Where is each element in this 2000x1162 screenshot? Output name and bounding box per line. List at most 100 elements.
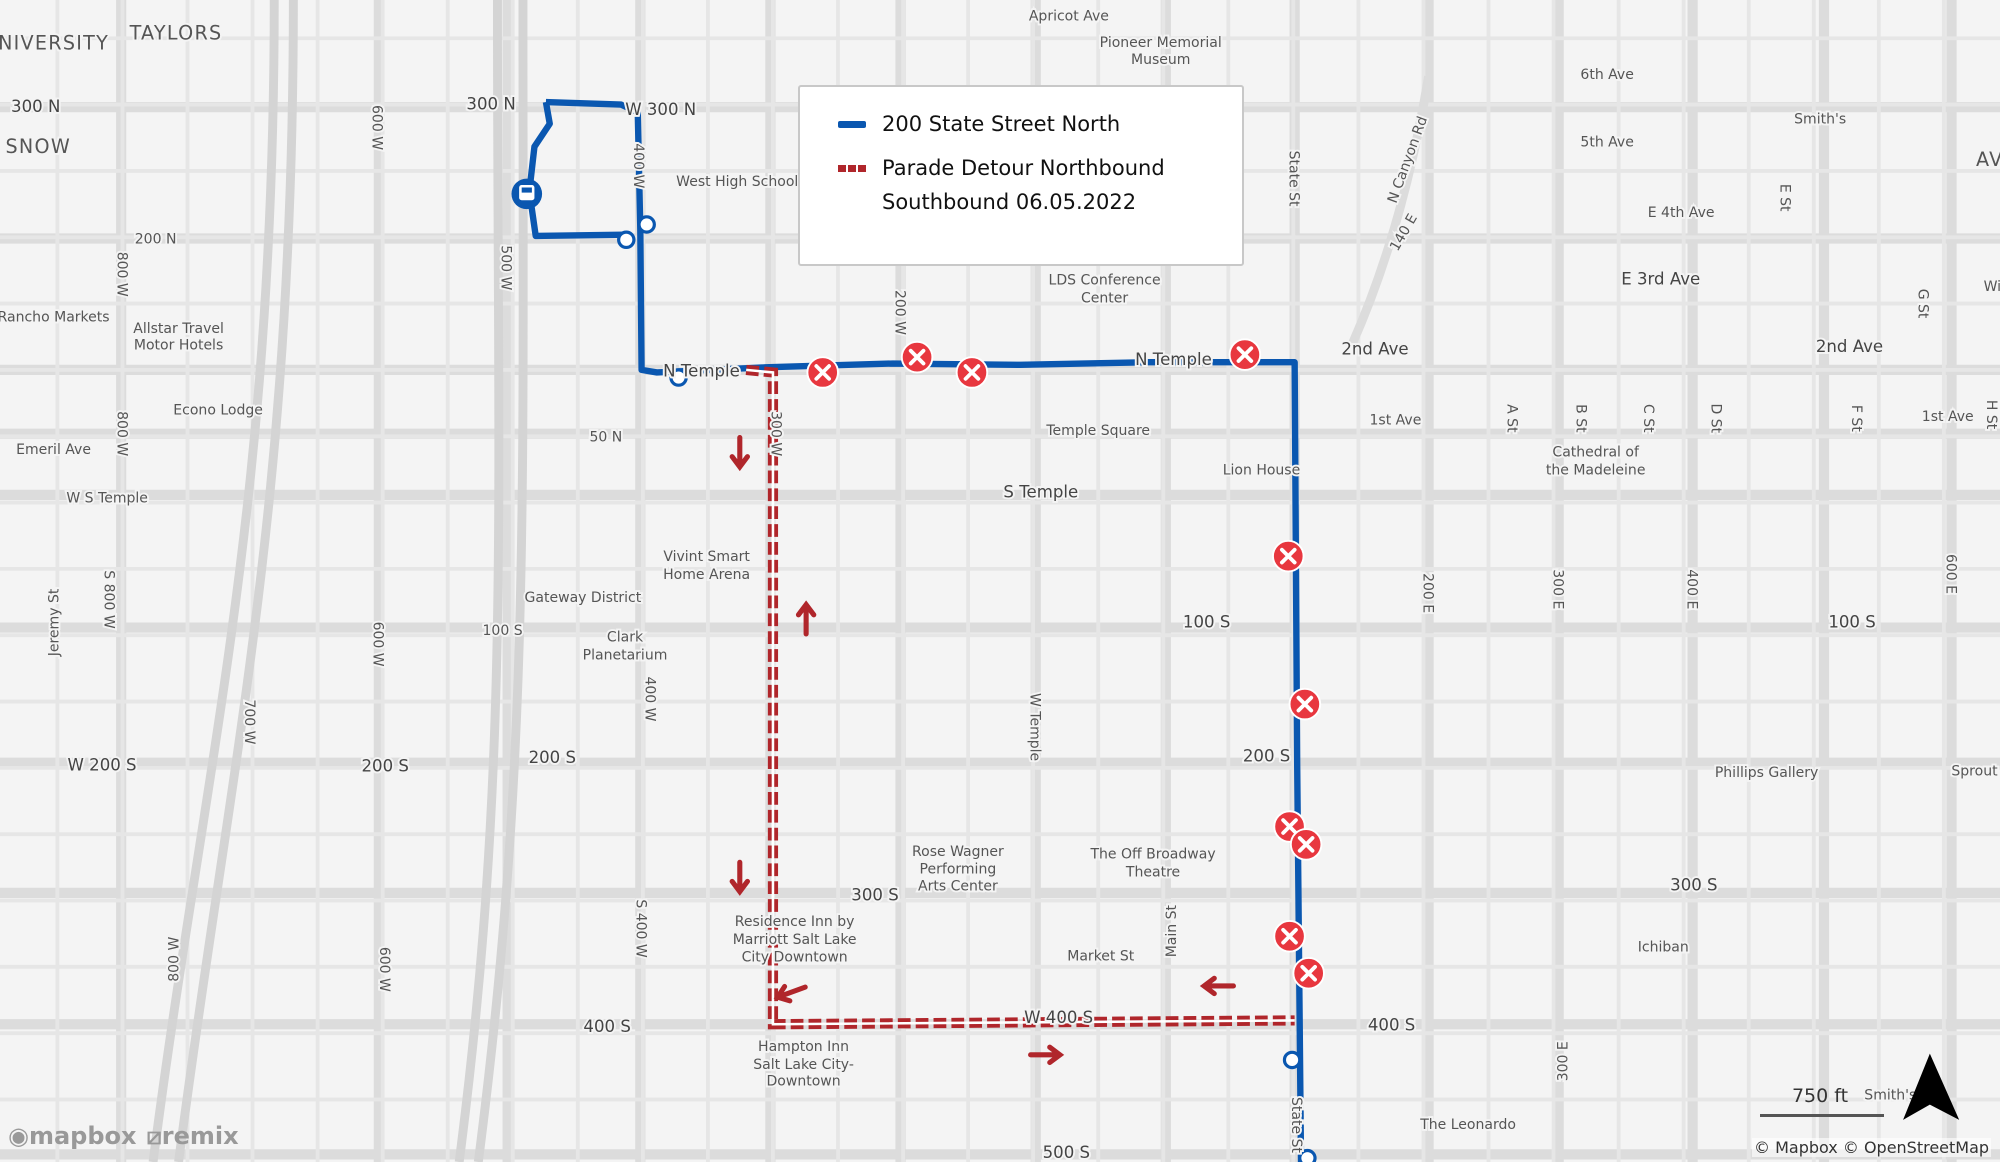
solid-line-swatch-icon [838,121,866,128]
map-label: H St [1983,400,1999,430]
dashed-line-swatch-icon [838,165,866,172]
detour-line-inner [746,368,1295,1026]
map-label: E 4th Ave [1648,205,1715,221]
map-label: The Off Broadway [1089,846,1215,862]
map-label: Wi [1984,279,2000,295]
map-label: TAYLORS [129,22,223,45]
x-circle-icon[interactable] [1273,919,1306,953]
map-label: D St [1708,404,1724,434]
map-label: 500 W [497,245,513,290]
map-label: B St [1573,404,1589,433]
arrow-icon [773,983,808,1004]
map-label: Sprout [1951,764,1998,780]
arrow-icon [1199,975,1236,997]
map-label: 400 E [1684,569,1700,609]
bus-icon[interactable] [511,178,543,210]
map-label: 400 S [583,1017,630,1036]
map-label: 500 S [1043,1143,1090,1162]
map-label: 300 S [1670,875,1717,894]
remix-logo: ⧄remix [146,1122,239,1150]
map-label: Cathedral of [1552,445,1640,461]
x-circle-icon[interactable] [900,340,934,374]
map-label: 800 W [113,411,129,456]
bus-stop-circle-icon[interactable] [1282,1050,1302,1070]
map-label: 6th Ave [1580,67,1633,83]
map-label: Phillips Gallery [1715,765,1818,781]
map-label: Gateway District [525,590,642,606]
map-label: Temple Square [1045,423,1150,439]
map-label: LDS Conference [1049,272,1161,288]
map-label: Pioneer Memorial [1100,35,1222,51]
map-label: W 300 N [625,100,696,119]
direction-arrows [729,434,1236,1066]
logos: ◉mapbox ⧄remix [8,1122,239,1150]
bus-stop-circle-icon[interactable] [617,230,636,250]
map-label: 300 E [1550,569,1566,609]
map-label: Museum [1131,52,1190,68]
map-label: N Temple [1135,350,1212,369]
x-circle-icon[interactable] [1289,828,1323,861]
map-label: 2nd Ave [1341,340,1408,359]
bus-stop-circle-icon[interactable] [637,215,656,234]
bus-stop-circle-icon[interactable] [669,368,688,387]
bus-stop-circle-icon[interactable] [1298,1148,1317,1162]
map-label: The Leonardo [1419,1117,1516,1133]
map-label: 300 E [1556,1041,1572,1081]
x-circle-icon[interactable] [806,356,839,389]
map-label: Marriott Salt Lake [733,932,857,948]
map-label: W S Temple [66,491,148,507]
bus-stops [617,215,1317,1162]
map-label: Hampton Inn [758,1039,849,1055]
map-label: S 400 W [632,899,648,958]
map-label: 400 W [630,143,646,188]
map-label: Salt Lake City- [753,1057,854,1073]
map-label: F St [1848,405,1864,432]
map-label: 100 S [1183,613,1230,632]
map-label: Residence Inn by [735,914,855,930]
x-circle-icon[interactable] [1272,539,1305,573]
map-label: State St [1288,1097,1304,1153]
map-label: 1st Ave [1922,409,1974,425]
map-label: NIVERSITY [0,32,109,55]
arrow-icon [1028,1044,1065,1066]
scale-bar [1760,1114,1884,1117]
map-label: State St [1286,151,1302,207]
map-label: City Downtown [742,950,848,966]
attribution[interactable]: © Mapbox © OpenStreetMap [1752,1138,1992,1157]
route-loop[interactable] [526,101,626,240]
map-label: Rancho Markets [0,309,110,325]
map-label: 600 W [368,105,384,150]
scale-label: 750 ft [1791,1085,1849,1107]
parade-detour[interactable] [745,364,1295,1030]
highway [174,0,298,1162]
map-label: Ichiban [1638,940,1689,956]
map-label: AV [1976,148,2000,171]
map-label: Lion House [1223,462,1301,478]
map-label: E St [1777,184,1793,212]
map-label: S Temple [1003,482,1078,501]
map-label: Main St [1164,904,1180,957]
map-label: Market St [1067,948,1135,964]
map-label: 200 S [529,748,576,767]
x-circle-icon[interactable] [955,356,989,389]
legend-label: 200 State Street North [882,112,1121,136]
map-label: Theatre [1125,864,1180,880]
map-label: Smith's [1864,1087,1916,1103]
mapbox-logo[interactable]: ◉mapbox [8,1122,137,1150]
map-label: A St [1504,404,1520,433]
map-label: N Temple [663,361,740,380]
x-circle-icon[interactable] [1288,687,1322,721]
map-label: 800 W [167,937,183,982]
map-label: Emeril Ave [16,442,91,458]
map-label: 50 N [589,429,622,445]
x-circle-icon[interactable] [1228,338,1262,371]
map-label: 600 E [1942,554,1958,594]
map-label: W 400 S [1024,1008,1093,1027]
map-label: 300 S [851,886,898,905]
x-circle-icon[interactable] [1292,956,1325,990]
map-label: Downtown [767,1073,841,1089]
map-label: 1st Ave [1369,413,1421,429]
map-legend: 200 State Street North Parade Detour Nor… [798,85,1244,266]
